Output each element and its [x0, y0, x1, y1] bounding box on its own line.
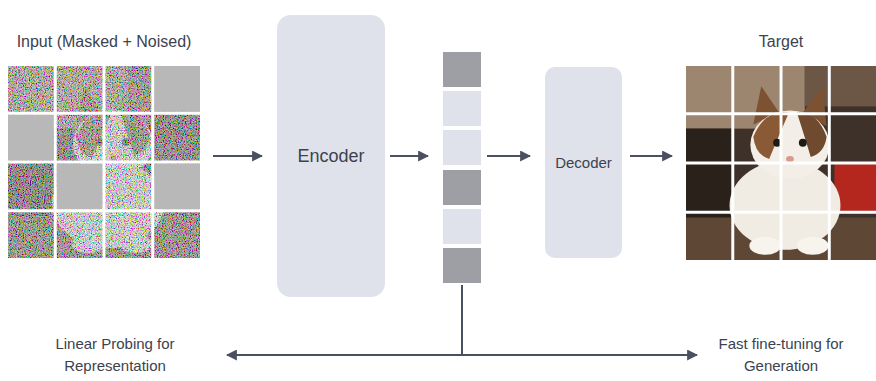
- flow-arrow: [630, 155, 672, 157]
- flow-arrow: [213, 155, 262, 157]
- latent-token: [443, 209, 481, 244]
- input-scene: [8, 66, 200, 258]
- latent-token: [443, 91, 481, 126]
- branch-label: Linear Probing for Representation: [35, 333, 195, 377]
- flow-arrow: [462, 285, 697, 355]
- noise-overlay: [8, 66, 200, 258]
- target-image-node: Target: [686, 66, 876, 260]
- latent-column: [443, 52, 481, 283]
- masked-patch: [154, 66, 200, 112]
- latent-token: [443, 170, 481, 205]
- patch-grid: [686, 66, 876, 260]
- latent-token: [443, 130, 481, 165]
- flow-arrow: [487, 155, 530, 157]
- target-scene: [686, 66, 876, 260]
- image-caption: Target: [686, 8, 876, 52]
- flow-arrow: [390, 155, 428, 157]
- branch-label: Fast fine-tuning for Generation: [701, 333, 861, 377]
- masked-patch: [57, 164, 103, 210]
- block-label: Decoder: [555, 154, 612, 171]
- patch-grid: [8, 66, 200, 258]
- branch-text: Linear Probing for Representation: [35, 333, 195, 377]
- masked-patch: [8, 115, 54, 161]
- input-image-node: Input (Masked + Noised): [8, 66, 200, 258]
- target-image: [686, 66, 876, 260]
- decoder-box: Decoder: [545, 67, 622, 258]
- input-image: [8, 66, 200, 258]
- encoder-box: Encoder: [277, 15, 385, 297]
- image-caption: Input (Masked + Noised): [8, 8, 200, 52]
- block-label: Encoder: [297, 146, 364, 167]
- latent-token: [443, 52, 481, 87]
- branch-text: Fast fine-tuning for Generation: [701, 333, 861, 377]
- masked-patch: [154, 164, 200, 210]
- latent-token: [443, 248, 481, 283]
